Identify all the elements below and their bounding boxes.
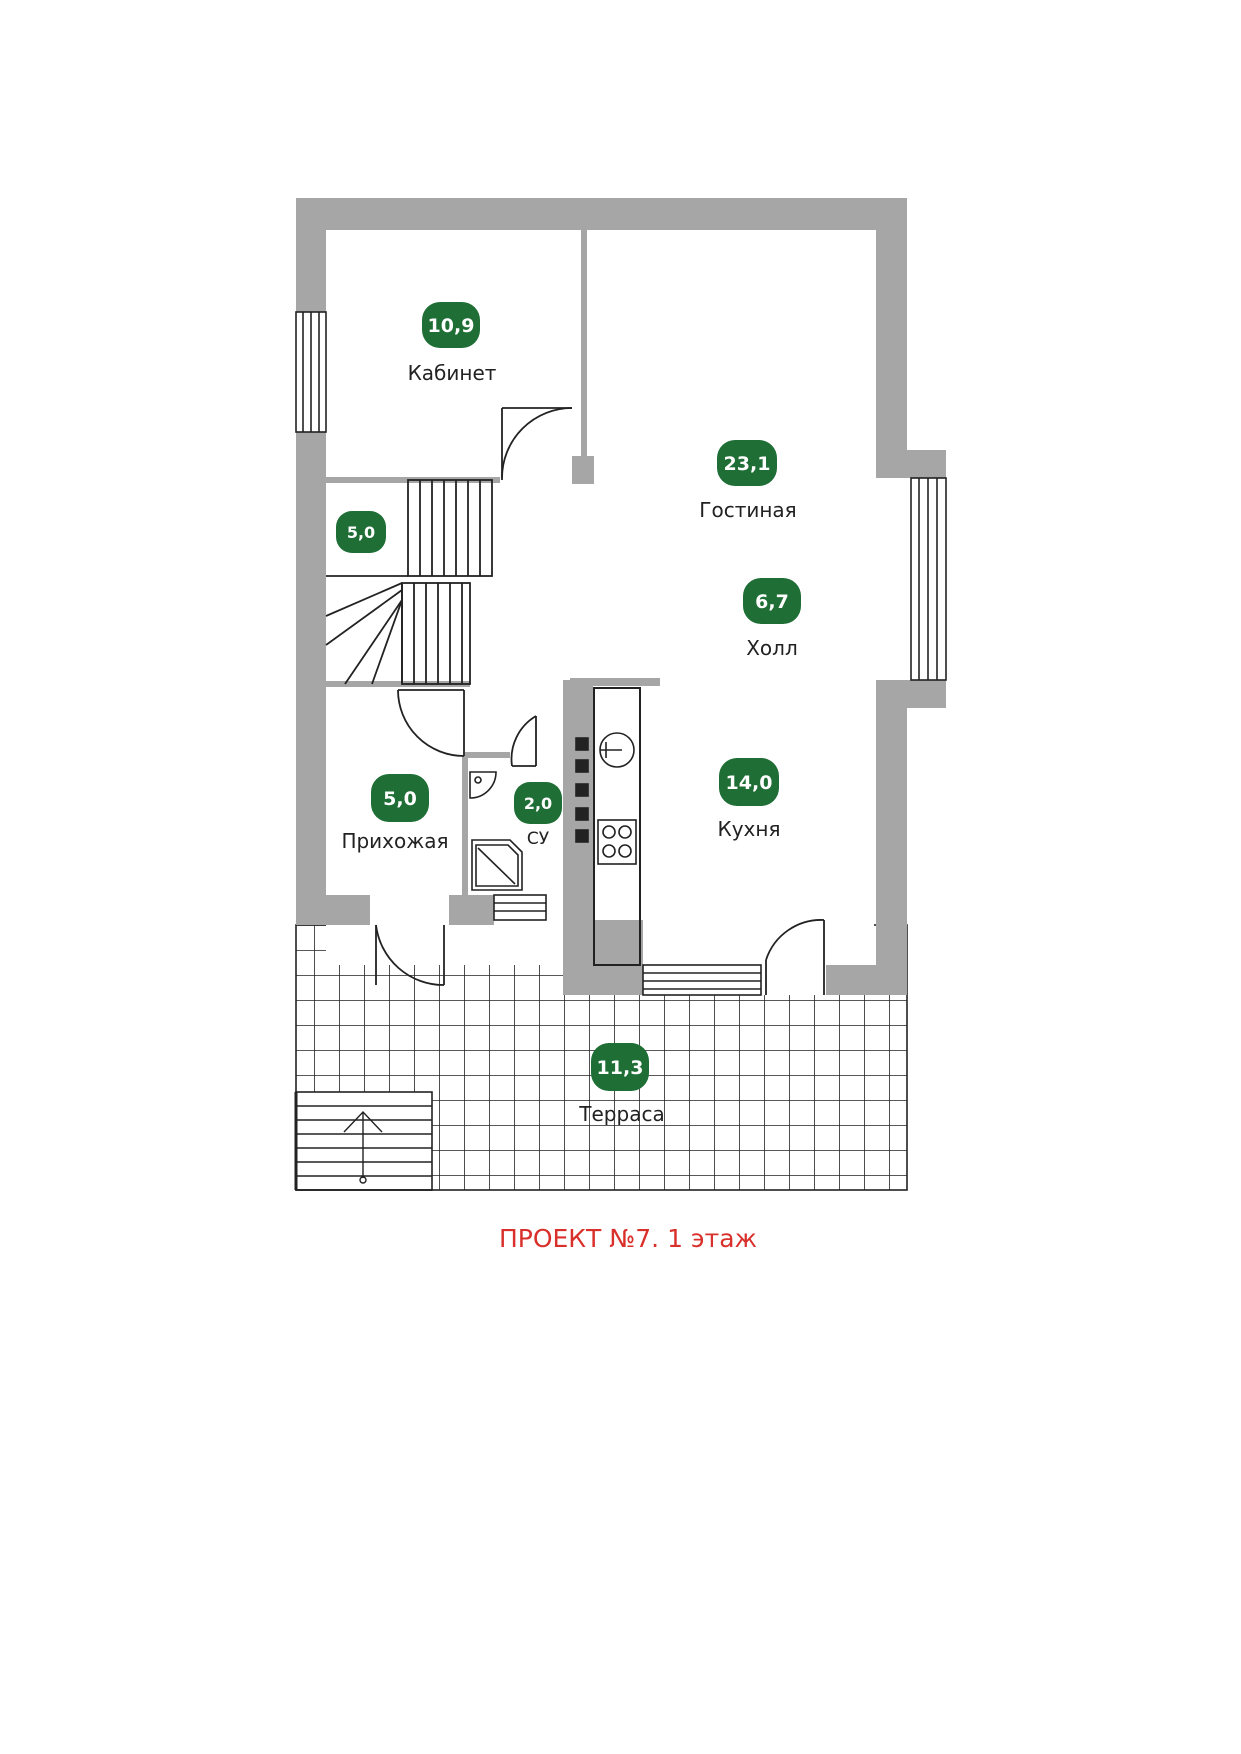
room-prihozhaya: 5,0 Прихожая (341, 774, 449, 853)
fixtures (469, 732, 637, 891)
entry-arrow-icon (343, 1110, 383, 1184)
room-label: Прихожая (341, 829, 448, 853)
room-holl: 6,7 Холл (743, 578, 801, 660)
area-badge: 11,3 (597, 1057, 644, 1079)
room-label: Холл (746, 636, 798, 660)
terrace-steps (294, 1091, 433, 1191)
room-gostinaya: 23,1 Гостиная (699, 440, 797, 522)
corner-sink-icon (469, 771, 497, 799)
doors (375, 407, 825, 995)
area-badge: 5,0 (383, 788, 417, 810)
room-label: Кухня (718, 817, 781, 841)
room-stair: 5,0 (336, 511, 386, 553)
shower-icon (471, 839, 523, 891)
room-kuhnya: 14,0 Кухня (718, 758, 781, 841)
plan-caption: ПРОЕКТ №7. 1 этаж (499, 1224, 757, 1253)
room-label: Терраса (578, 1102, 664, 1126)
staircase (325, 479, 493, 685)
room-kabinet: 10,9 Кабинет (408, 302, 497, 385)
area-badge: 14,0 (726, 772, 773, 794)
room-label: Гостиная (699, 498, 796, 522)
area-badge: 5,0 (347, 523, 375, 542)
stove-icon (597, 819, 637, 865)
room-label: Кабинет (408, 361, 497, 385)
windows (295, 311, 947, 996)
area-badge: 2,0 (524, 794, 552, 813)
kitchen-sink-icon (599, 732, 635, 768)
area-badge: 6,7 (755, 591, 789, 613)
room-label: СУ (527, 829, 550, 849)
area-badge: 23,1 (724, 453, 771, 475)
room-terrasa: 11,3 Терраса (578, 1043, 665, 1126)
area-badge: 10,9 (428, 315, 475, 337)
room-su: 2,0 СУ (514, 782, 562, 849)
interior-lines (326, 230, 660, 966)
